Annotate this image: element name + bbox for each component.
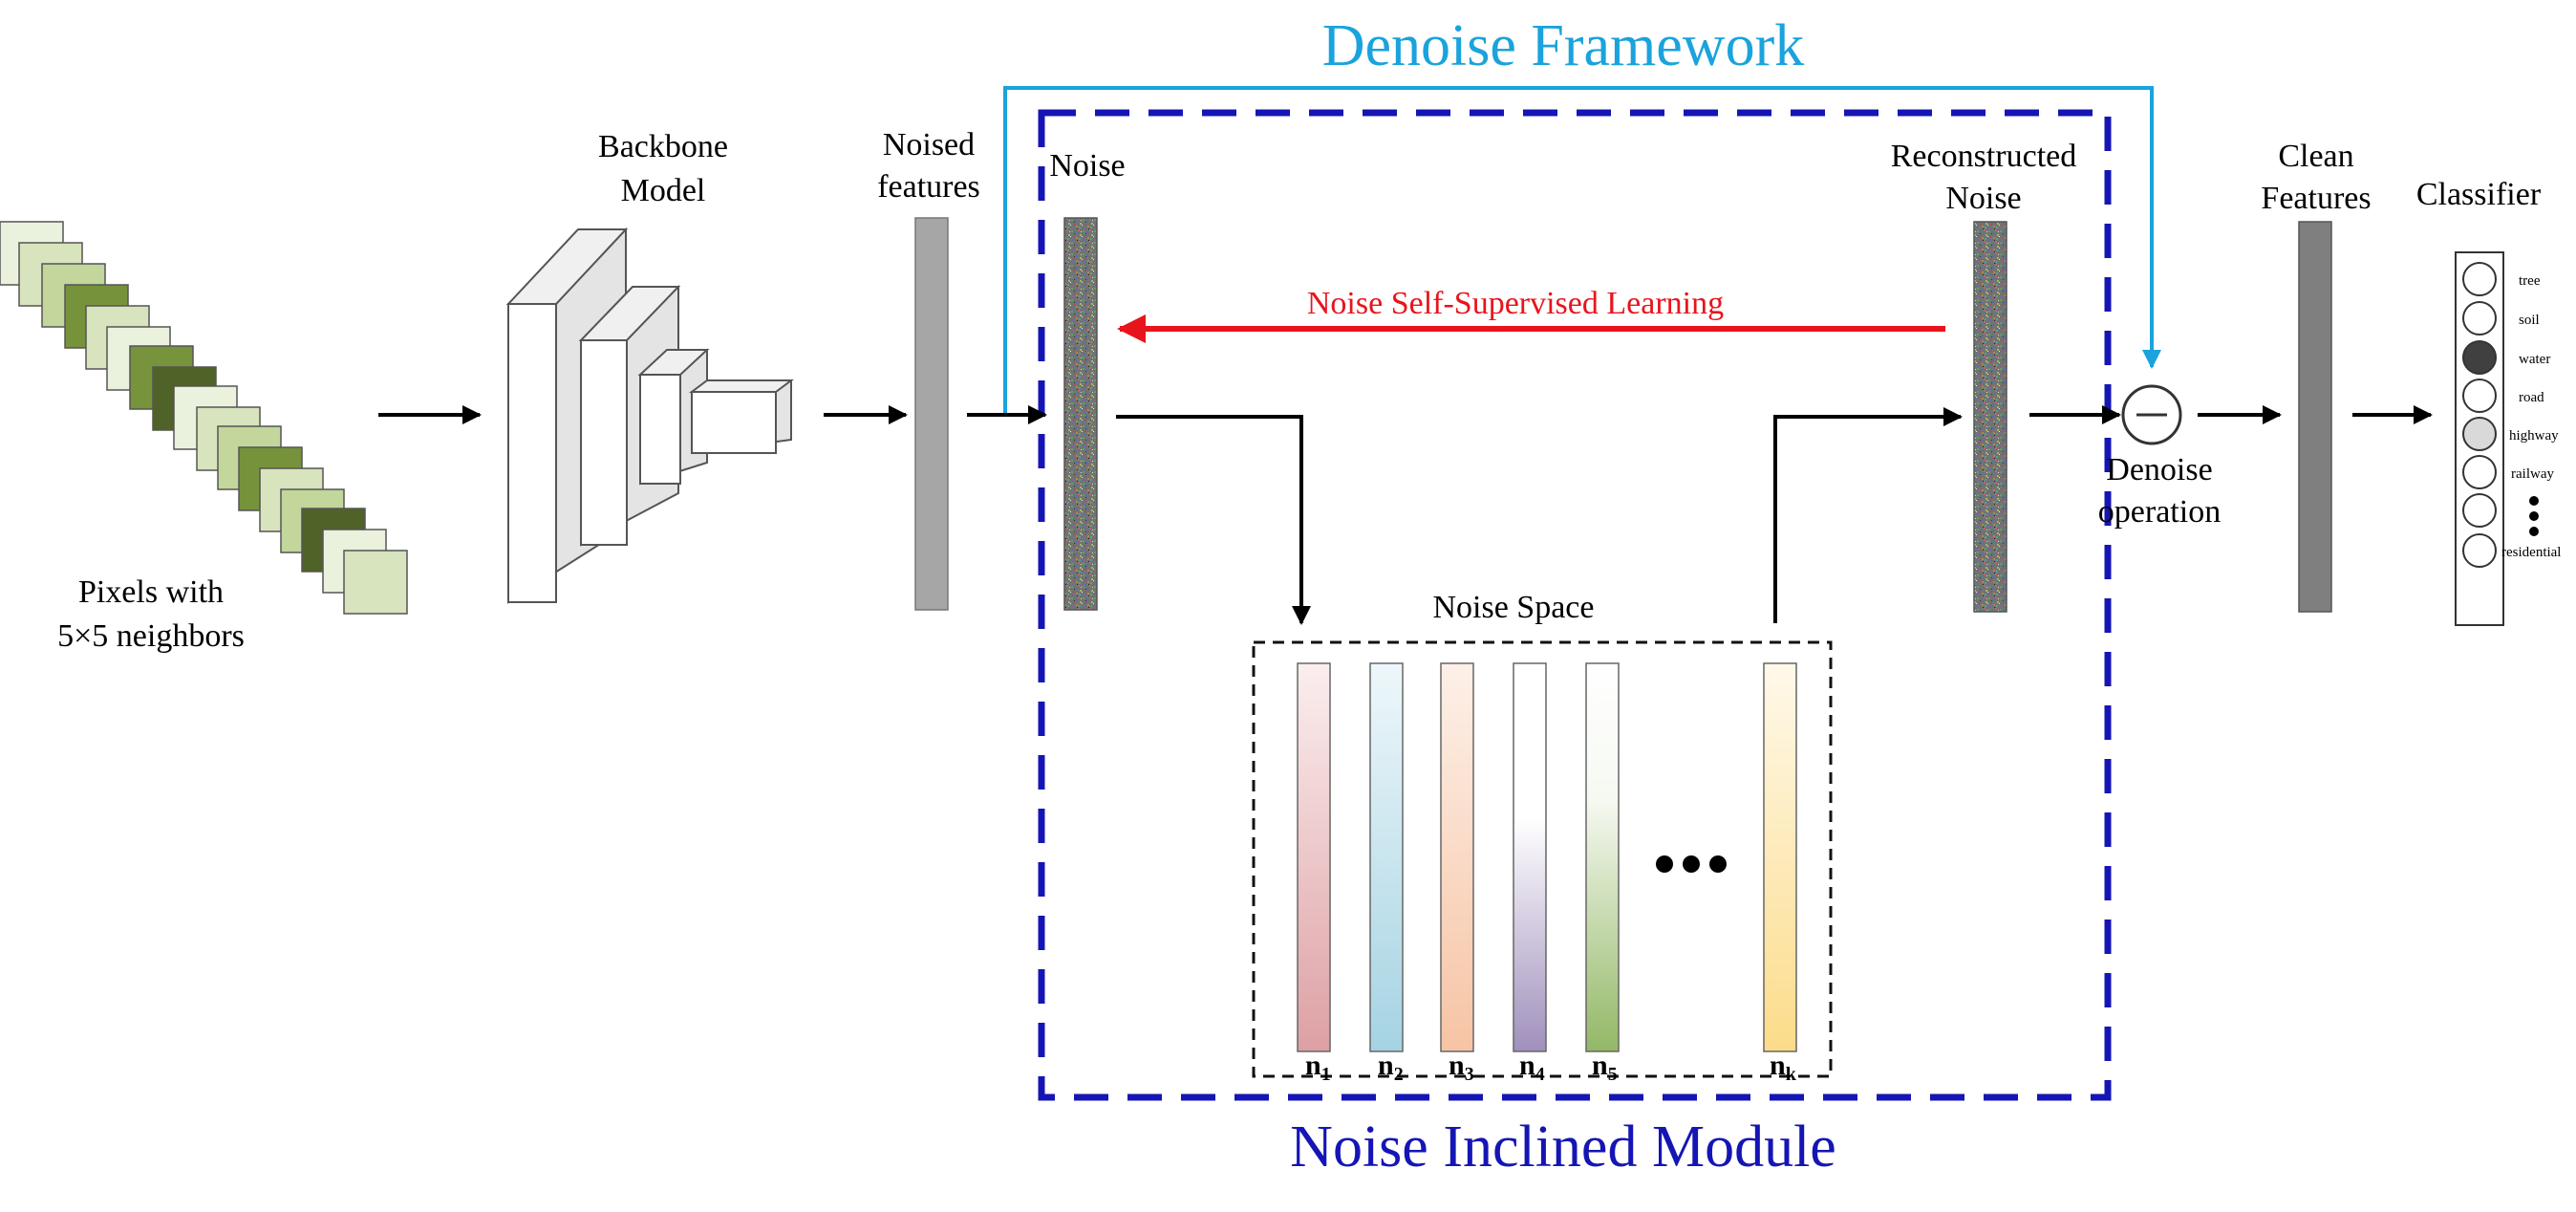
denoise-framework-title: Denoise Framework [1322,13,1804,78]
class-node-road [2462,379,2497,413]
noise-bar [1063,217,1098,611]
class-node-water [2462,340,2497,375]
ellipsis-dots [1656,855,1727,873]
subtract-icon [2121,384,2182,445]
clean-features-bar [2298,221,2332,613]
clean-features-label-line1: Clean [2278,139,2353,174]
class-node-highway [2462,417,2497,451]
arrow-noise-to-space [1116,415,1311,625]
reconstructed-label-line1: Reconstructed [1891,139,2077,174]
class-label-residential: residential [2501,545,2561,560]
noise-basis-bar-3 [1440,662,1474,1052]
noise-space-box [1252,640,1833,1078]
class-label-tree: tree [2519,273,2541,289]
class-label-soil: soil [2519,313,2540,328]
reconstructed-label-line2: Noise [1945,181,2021,216]
input-label-line2: 5×5 neighbors [57,618,245,654]
noise-basis-bar-1 [1297,662,1331,1052]
class-label-railway: railway [2511,466,2554,482]
noise-basis-label-4: n4 [1519,1050,1545,1085]
noised-features-bar [914,217,949,611]
classifier-nodes [2462,262,2497,568]
noise-label: Noise [1049,148,1125,184]
classifier-label: Classifier [2416,177,2542,212]
class-node-residential [2462,533,2497,568]
class-label-water: water [2519,352,2550,367]
arrow-space-to-reconstructed [1773,407,1963,623]
class-label-road: road [2519,390,2544,405]
noise-basis-label-1: n1 [1305,1050,1331,1085]
backbone-label-line2: Model [621,173,706,208]
noise-basis-label-2: n2 [1378,1050,1404,1085]
reconstructed-noise-bar [1973,221,2007,613]
noise-basis-bar-5 [1585,662,1620,1052]
class-node-tree [2462,262,2497,296]
class-node-extra [2462,493,2497,528]
noised-features-label-line2: features [877,169,980,205]
class-node-railway [2462,455,2497,489]
noise-space-label: Noise Space [1432,590,1594,625]
pixel-patch-stack [0,221,408,615]
class-ellipsis-dots [2529,496,2539,536]
noise-basis-bar-4 [1513,662,1547,1052]
backbone-label-line1: Backbone [598,129,728,164]
denoise-op-label-line2: operation [2098,494,2221,530]
noised-features-label-line1: Noised [883,127,975,162]
backbone-model-blocks [505,227,794,604]
clean-features-label-line2: Features [2261,181,2371,216]
noise-space-bars [1297,662,1797,1052]
noise-inclined-module-title: Noise Inclined Module [1290,1115,1836,1180]
denoise-op-label-line1: Denoise [2106,452,2212,487]
class-node-soil [2462,301,2497,335]
class-label-highway: highway [2509,428,2559,444]
noise-basis-label-3: n3 [1449,1050,1474,1085]
input-label-line1: Pixels with [78,574,224,610]
noise-basis-bar-k [1763,662,1797,1052]
noise-inclined-module-border [1038,109,2112,1101]
noise-basis-label-5: n5 [1592,1050,1618,1085]
noise-basis-bar-2 [1369,662,1404,1052]
noise-basis-label-k: nk [1770,1050,1797,1085]
self-supervised-label: Noise Self-Supervised Learning [1307,286,1724,321]
